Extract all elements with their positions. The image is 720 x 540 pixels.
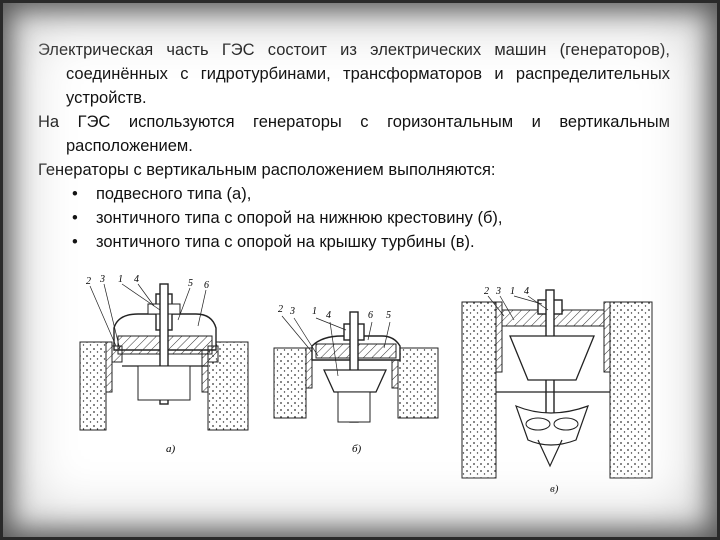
figure-label: 5 <box>188 278 193 289</box>
figure-label: 6 <box>204 280 209 291</box>
paragraph-vertical-types: Генераторы с вертикальным расположением … <box>38 161 496 179</box>
figure-label: 2 <box>484 286 489 297</box>
slide-text: Электрическая часть ГЭС состоит из элект… <box>38 38 670 254</box>
figure-label: 1 <box>510 286 515 297</box>
figure-label: 2 <box>86 276 91 287</box>
figure-caption: а) <box>166 443 176 455</box>
list-item: подвесного типа (а), <box>72 182 670 206</box>
figure-caption: б) <box>352 443 362 455</box>
paragraph-composition: Электрическая часть ГЭС состоит из элект… <box>38 41 670 107</box>
figure-umbrella-turbine-cover-generator: 2 3 1 4 в) <box>461 286 653 495</box>
figure-label: 2 <box>278 304 283 315</box>
paragraph-arrangement: На ГЭС используются генераторы с горизон… <box>38 113 670 155</box>
list-item: зонтичного типа с опорой на нижнюю крест… <box>72 206 670 230</box>
figure-label: 3 <box>495 286 501 297</box>
figure-label: 3 <box>99 274 105 285</box>
figure-label: 4 <box>134 274 139 285</box>
figure-label: 4 <box>524 286 529 297</box>
figure-umbrella-crosspiece-generator: 2 3 1 4 6 5 б) <box>273 304 439 455</box>
figure-label: 6 <box>368 310 373 321</box>
figure-label: 1 <box>312 306 317 317</box>
figure-suspended-generator: 2 3 1 4 5 6 а) <box>79 274 249 455</box>
figure-label: 1 <box>118 274 123 285</box>
generator-type-list: подвесного типа (а), зонтичного типа с о… <box>38 182 670 254</box>
figure-label: 3 <box>289 306 295 317</box>
figure-caption: в) <box>550 483 559 495</box>
list-item: зонтичного типа с опорой на крышку турби… <box>72 230 670 254</box>
figure-label: 5 <box>386 310 391 321</box>
figure-label: 4 <box>326 310 331 321</box>
